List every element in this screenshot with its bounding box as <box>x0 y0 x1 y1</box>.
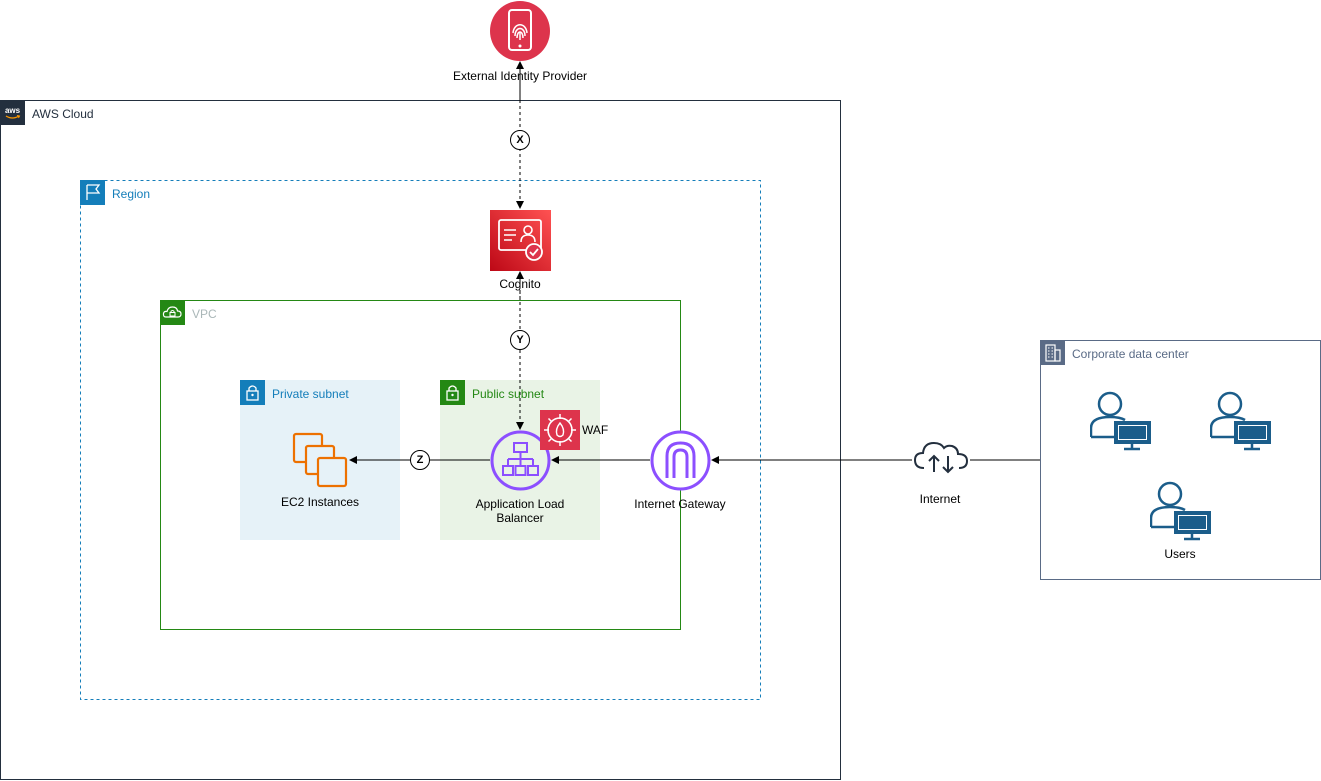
region-group <box>80 180 761 700</box>
external-idp-label: External Identity Provider <box>452 69 588 83</box>
marker-y: Y <box>510 330 530 350</box>
cognito-label: Cognito <box>499 277 541 291</box>
vpc-title: VPC <box>192 307 217 321</box>
subnet-lock-icon <box>440 380 465 405</box>
alb-label-line1: Application Load <box>475 497 565 511</box>
marker-z: Z <box>410 450 430 470</box>
corporate-title: Corporate data center <box>1072 347 1189 361</box>
cognito-icon <box>490 210 551 271</box>
corporate-building-icon <box>1040 340 1065 365</box>
waf-icon <box>540 410 580 450</box>
aws-cloud-group <box>0 100 841 780</box>
region-flag-icon <box>80 180 105 205</box>
internet-gateway-icon <box>650 430 711 491</box>
application-load-balancer-icon <box>490 430 551 491</box>
users-label: Users <box>1164 547 1196 561</box>
mobile-fingerprint-icon <box>489 0 551 62</box>
waf-label: WAF <box>582 423 609 437</box>
public-subnet-title: Public subnet <box>472 387 545 401</box>
internet-cloud-icon <box>912 436 970 476</box>
subnet-lock-icon <box>240 380 265 405</box>
ec2-instances-icon <box>292 432 350 490</box>
user-workstation-icon <box>1149 480 1212 542</box>
corporate-data-center-group <box>1040 340 1321 580</box>
internet-label: Internet <box>919 492 961 506</box>
alb-label-line2: Balancer <box>496 511 544 525</box>
igw-label: Internet Gateway <box>634 497 726 511</box>
private-subnet-title: Private subnet <box>272 387 349 401</box>
user-workstation-icon <box>1209 390 1272 452</box>
user-workstation-icon <box>1089 390 1152 452</box>
aws-logo-icon: aws <box>0 100 25 125</box>
svg-text:aws: aws <box>5 106 21 115</box>
marker-x: X <box>510 130 530 150</box>
region-title: Region <box>112 187 151 201</box>
ec2-label: EC2 Instances <box>280 495 360 509</box>
vpc-cloud-lock-icon <box>160 300 185 325</box>
aws-cloud-title: AWS Cloud <box>32 107 94 121</box>
